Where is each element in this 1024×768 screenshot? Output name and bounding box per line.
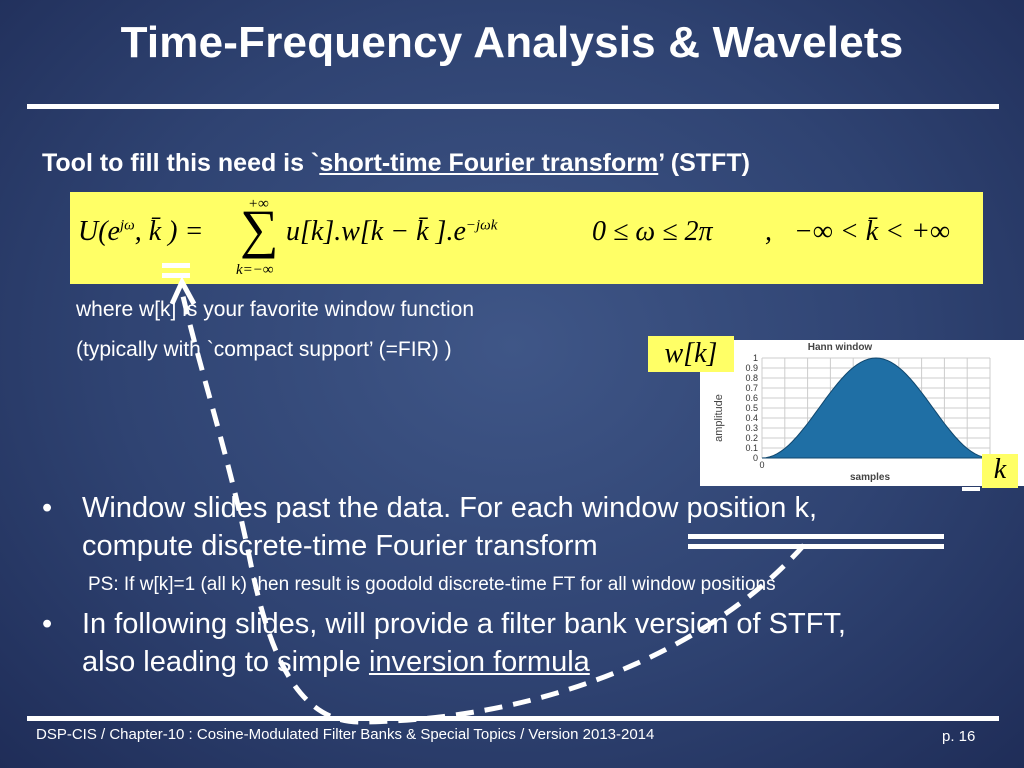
- hann-ytick-label: 0.7: [745, 383, 758, 393]
- bullet-2-text: In following slides, will provide a filt…: [82, 608, 846, 640]
- footer-divider: [27, 716, 999, 721]
- subtitle: Tool to fill this need is `short-time Fo…: [42, 149, 750, 178]
- hann-ytick-label: 0.1: [745, 443, 758, 453]
- formula-lhs: U(e: [78, 216, 120, 247]
- hann-ytick-label: 1: [753, 353, 758, 363]
- ps-note: PS: If w[k]=1 (all k) then result is goo…: [88, 574, 776, 595]
- dash-mark-k: [962, 487, 980, 491]
- subtitle-prefix: Tool to fill this need is `: [42, 149, 320, 177]
- subtitle-suffix: (STFT): [663, 149, 750, 177]
- k-axis-label: k: [982, 454, 1018, 488]
- bullet-1-line-2: compute discrete-time Fourier transform: [82, 530, 598, 562]
- bullet-2-line-2: also leading to simple inversion formula: [82, 646, 590, 679]
- formula-body: u[k].w[k − k̄ ].e: [286, 216, 466, 247]
- omega-range: 0 ≤ ω ≤ 2π: [592, 216, 713, 247]
- bullet-2-prefix: also leading to simple: [82, 646, 369, 678]
- subtitle-quote: ’: [658, 149, 664, 177]
- hann-chart-svg: Hann window amplitude samples 00.10.20.3…: [713, 342, 991, 483]
- sum-lower-limit: k=−∞: [236, 262, 274, 278]
- stft-term: short-time Fourier transform: [319, 149, 659, 177]
- window-function-label: w[k]: [648, 336, 734, 372]
- hann-chart-title: Hann window: [808, 342, 873, 353]
- slide-title: Time-Frequency Analysis & Wavelets: [120, 18, 904, 67]
- hann-xtick-label: 0: [759, 460, 764, 470]
- where-line-2: (typically with `compact support’ (=FIR)…: [76, 338, 452, 361]
- hann-ytick-label: 0.9: [745, 363, 758, 373]
- title-divider: [27, 104, 999, 109]
- stft-formula: U(ejω, k̄ ) = +∞ ∑ k=−∞ u[k].w[k − k̄ ].…: [70, 192, 983, 284]
- bullet-1-line-1: • Window slides past the data. For each w…: [42, 492, 817, 525]
- bullet-dot: •: [42, 492, 53, 524]
- hann-ytick-label: 0.4: [745, 413, 758, 423]
- sum-sign: ∑: [240, 199, 279, 259]
- footer-text: DSP-CIS / Chapter-10 : Cosine-Modulated …: [36, 726, 655, 743]
- hann-chart-xlabel: samples: [850, 472, 890, 483]
- equals-mark-dft: [688, 534, 944, 549]
- hann-chart-ylabel: amplitude: [713, 394, 725, 442]
- formula-body-exponent: −jωk: [465, 217, 498, 234]
- k-range: −∞ < k̄ < +∞: [794, 216, 950, 247]
- hann-ytick-label: 0.6: [745, 393, 758, 403]
- hann-ytick-label: 0.3: [745, 423, 758, 433]
- hann-ytick-label: 0.2: [745, 433, 758, 443]
- bullet-2-line-1: • In following slides, will provide a fil…: [42, 608, 846, 641]
- bullet-1-text: Window slides past the data. For each wi…: [82, 492, 818, 524]
- formula-lhs-rest: , k̄ ) =: [134, 216, 204, 247]
- sum-upper-limit: +∞: [248, 196, 269, 212]
- where-line-1: where w[k] is your favorite window funct…: [76, 298, 475, 321]
- hann-ytick-label: 0.8: [745, 373, 758, 383]
- formula-lhs-exponent: jω: [119, 217, 135, 234]
- hann-ytick-label: 0.5: [745, 403, 758, 413]
- page-number: p. 16: [942, 728, 976, 745]
- formula-comma: ,: [765, 216, 772, 247]
- inversion-formula-term: inversion formula: [368, 646, 590, 678]
- bullet-dot: •: [42, 608, 53, 640]
- hann-ytick-label: 0: [753, 453, 758, 463]
